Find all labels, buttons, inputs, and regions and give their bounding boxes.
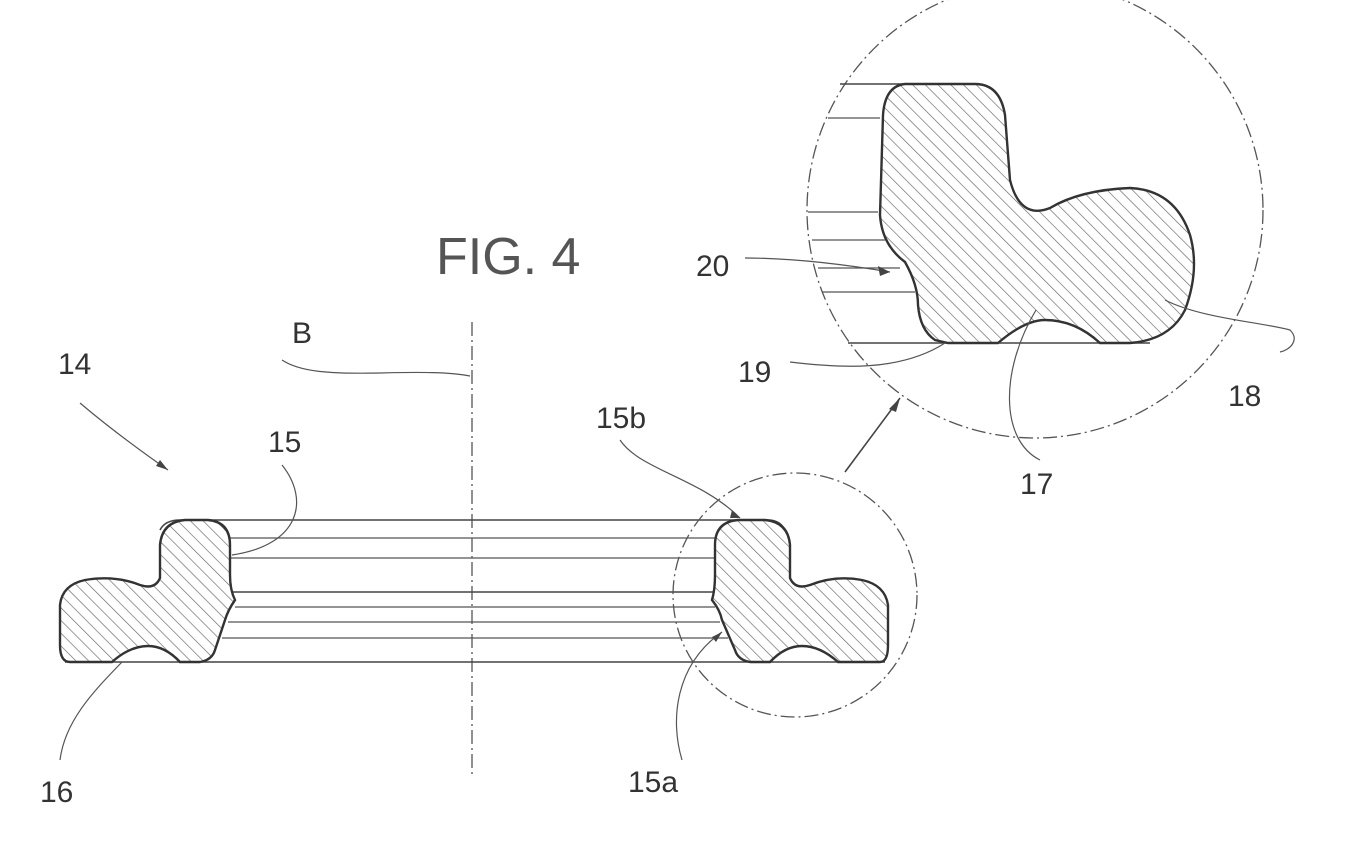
leader-15 [232,465,297,555]
cross-section-enlarged [880,84,1194,343]
label-19: 19 [738,356,771,389]
leader-16 [60,662,122,760]
leader-14 [80,403,168,470]
leader-19 [790,343,945,366]
leader-15b [620,440,740,518]
label-15b: 15b [596,402,646,435]
leader-15a [676,632,722,760]
label-18: 18 [1228,380,1261,413]
label-20: 20 [696,250,729,283]
arrow-15b [730,510,740,518]
label-15: 15 [268,426,301,459]
label-b: B [292,317,312,350]
enlarged-detail [808,84,1194,343]
leader-20 [745,258,890,272]
arrow-14 [156,460,168,470]
label-14: 14 [58,348,91,381]
label-16: 16 [40,776,73,809]
label-15a: 15a [628,766,678,799]
figure-title: FIG. 4 [436,228,580,286]
leader-18 [1165,300,1294,352]
cross-section-left [60,520,235,662]
label-17: 17 [1020,468,1053,501]
leader-b [282,360,470,376]
cross-section-right [712,520,888,662]
arrow-15a [712,632,722,642]
